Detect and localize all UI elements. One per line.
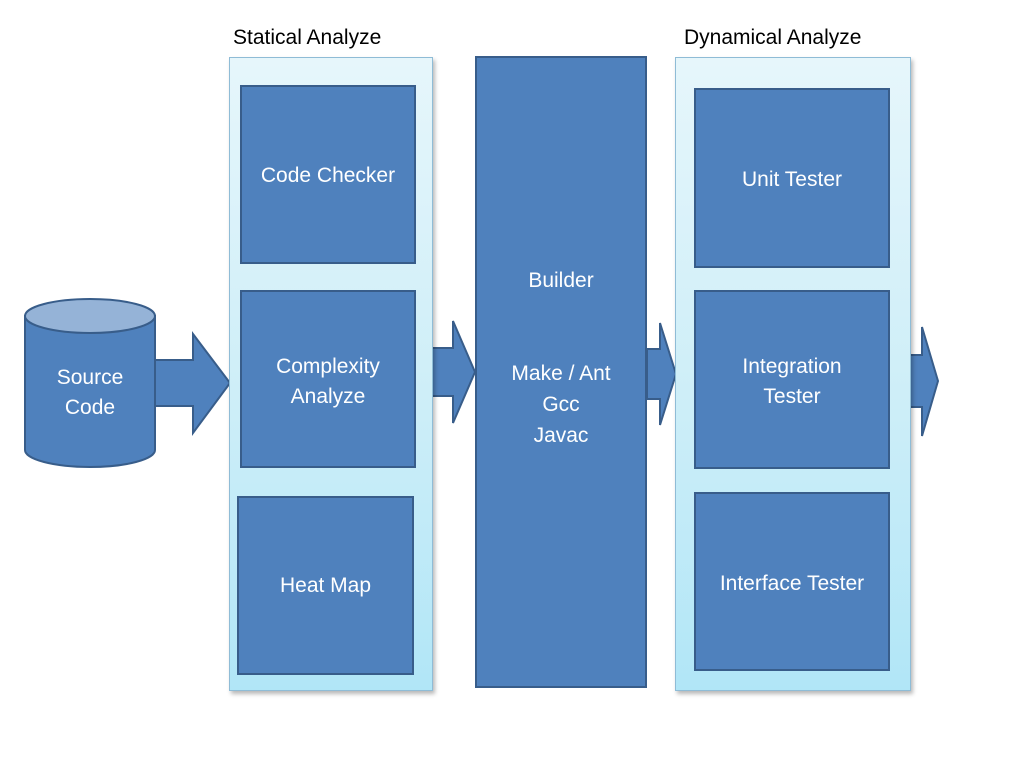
heat-map-label: Heat Map <box>279 573 372 597</box>
source-code-label: Source Code <box>56 366 124 419</box>
interface-tester-box: Interface Tester <box>694 492 890 671</box>
unit-tester-label: Unit Tester <box>742 168 842 191</box>
integration-tester-box: Integration Tester <box>694 290 890 469</box>
interface-tester-label: Interface Tester <box>719 572 865 595</box>
static-group-title: Statical Analyze <box>233 26 382 49</box>
arrow-builder-to-dynamic <box>646 322 678 426</box>
cylinder-body <box>24 315 156 468</box>
builder-tool-make-ant: Make / Ant <box>511 362 611 385</box>
arrow-dynamic-out <box>908 326 940 437</box>
arrow-static-to-builder <box>431 320 477 424</box>
complexity-analyze-label: Complexity Analyze <box>276 355 380 408</box>
builder-box: Builder Make / Ant Gcc Javac <box>475 56 647 688</box>
code-checker-label: Code Checker <box>260 164 396 187</box>
builder-title: Builder <box>528 269 594 292</box>
dynamic-group-title: Dynamical Analyze <box>684 26 862 49</box>
heat-map-box: Heat Map <box>237 496 414 675</box>
code-checker-box: Code Checker <box>240 85 416 264</box>
complexity-analyze-box: Complexity Analyze <box>240 290 416 468</box>
unit-tester-box: Unit Tester <box>694 88 890 268</box>
builder-tool-gcc: Gcc <box>542 393 580 416</box>
arrow-source-to-static <box>154 331 232 437</box>
source-code-cylinder <box>24 298 156 468</box>
builder-tool-javac: Javac <box>533 424 589 447</box>
cylinder-top <box>24 298 156 334</box>
integration-tester-label: Integration Tester <box>742 355 842 408</box>
